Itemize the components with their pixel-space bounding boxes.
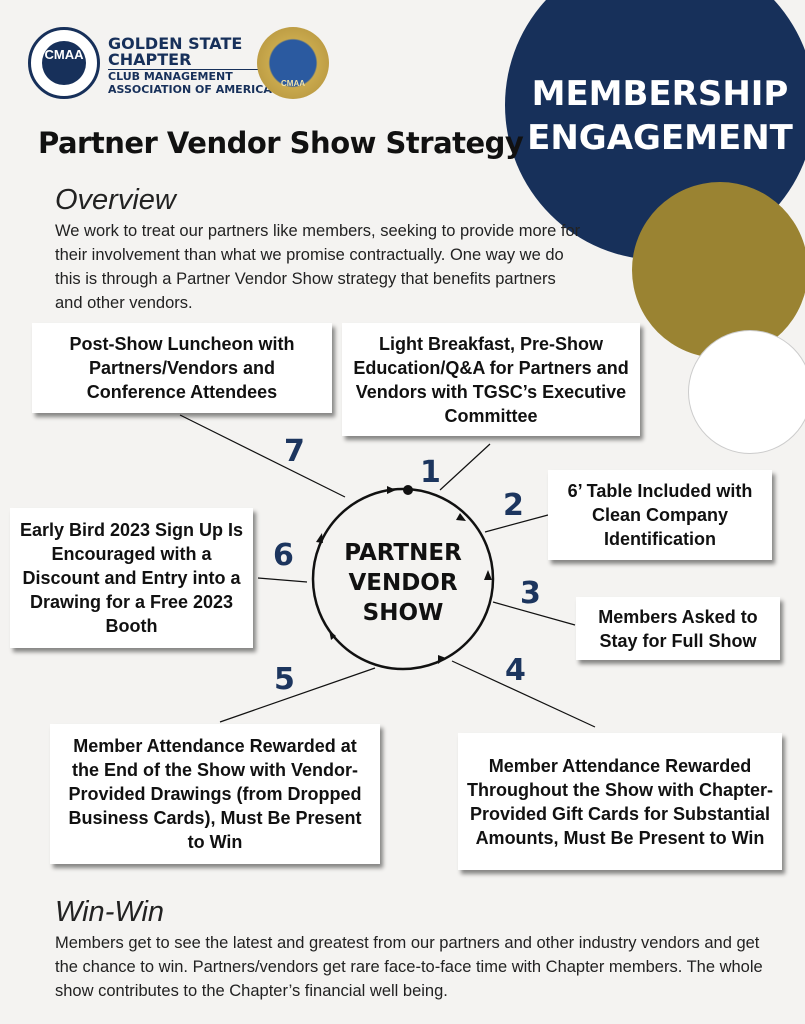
step-number-2: 2 (503, 488, 524, 523)
step-box-3: Members Asked to Stay for Full Show (576, 597, 780, 660)
step-number-3: 3 (520, 576, 541, 611)
cycle-arrows (316, 486, 492, 664)
cycle-circle (311, 487, 495, 671)
logo-line1: GOLDEN STATE (108, 34, 243, 53)
chapter-seal: CMAA (257, 27, 329, 99)
step-box-7: Post-Show Luncheon with Partners/Vendors… (32, 323, 332, 413)
step-number-6: 6 (273, 538, 294, 573)
winwin-text: Members get to see the latest and greate… (55, 934, 763, 1000)
step-number-4: 4 (505, 653, 526, 688)
center-label: PARTNER VENDOR SHOW (313, 538, 493, 628)
cmaa-letters: CMAA (42, 41, 86, 85)
step-number-5: 5 (274, 662, 295, 697)
logo-line3: CLUB MANAGEMENT (108, 70, 233, 83)
white-circle (688, 330, 805, 454)
logo-line4: ASSOCIATION OF AMERICA (108, 83, 272, 96)
center-line1: PARTNER (344, 540, 462, 566)
connector-3 (492, 601, 576, 626)
connector-5 (219, 667, 376, 723)
banner-line2: ENGAGEMENT (527, 118, 793, 158)
gold-circle (632, 182, 805, 358)
chapter-wordmark: GOLDEN STATE CHAPTER CLUB MANAGEMENT ASS… (108, 36, 272, 96)
center-line2: VENDOR (348, 570, 458, 596)
connector-6 (257, 577, 308, 583)
winwin-heading: Win-Win (55, 896, 165, 928)
page-title: Partner Vendor Show Strategy (38, 126, 524, 160)
connector-2 (484, 514, 549, 533)
step-box-2: 6’ Table Included with Clean Company Ide… (548, 470, 772, 560)
step-box-4: Member Attendance Rewarded Throughout th… (458, 733, 782, 870)
center-line3: SHOW (362, 600, 444, 626)
seal-text: CMAA (281, 79, 305, 88)
step-box-5: Member Attendance Rewarded at the End of… (50, 724, 380, 864)
overview-heading: Overview (55, 184, 176, 216)
banner-title: MEMBERSHIP ENGAGEMENT (522, 72, 798, 160)
start-dot (403, 485, 413, 495)
step-box-6: Early Bird 2023 Sign Up Is Encouraged wi… (10, 508, 253, 648)
step-number-1: 1 (420, 455, 441, 490)
overview-text: We work to treat our partners like membe… (55, 222, 581, 312)
connector-7 (179, 414, 346, 498)
logo-line2: CHAPTER (108, 52, 272, 70)
connector-4 (451, 660, 596, 728)
step-box-1: Light Breakfast, Pre-Show Education/Q&A … (342, 323, 640, 436)
connector-1 (439, 443, 491, 491)
cmaa-logo: CMAA (28, 27, 100, 99)
step-number-7: 7 (284, 434, 305, 469)
banner-line1: MEMBERSHIP (531, 74, 789, 114)
